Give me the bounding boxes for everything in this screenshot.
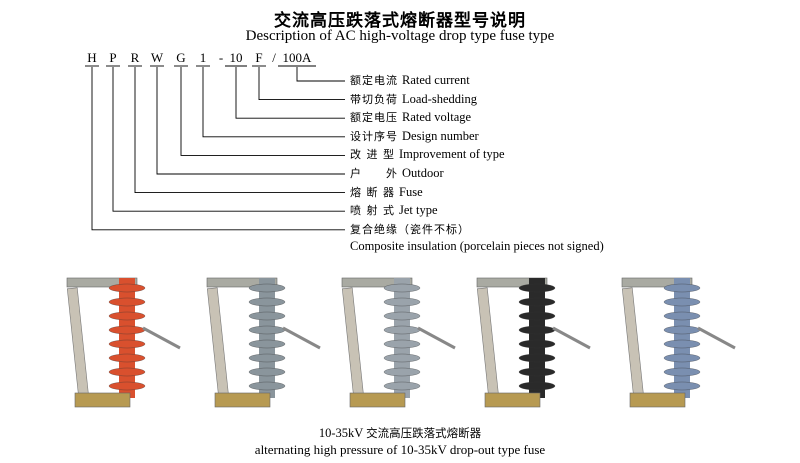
bottom-fitting [484,392,541,408]
description-row: 设计序号 Design number [350,128,479,144]
description-cn: 户 外 [350,167,398,180]
description-row: 额定电流 Rated current [350,72,470,88]
model-code-letter: 100A [283,50,313,65]
mounting-arm [552,326,591,350]
model-code-letter: - [219,50,223,65]
insulator [108,278,146,398]
description-en: Design number [402,128,479,143]
description-en: Load-shedding [402,91,477,106]
description-en: Rated voltage [402,110,472,125]
mounting-arm [142,326,181,350]
fuse-photo [66,277,181,408]
bottom-fitting [214,392,271,408]
leader-line [235,67,345,119]
model-code-letter: H [87,50,96,65]
description-en: Outdoor [402,166,444,180]
description-cn: 喷 射 式 [350,204,395,218]
leader-line [180,67,345,156]
mounting-arm [697,326,736,350]
leader-line [91,67,345,231]
leader-line [202,67,345,138]
leader-line [134,67,345,194]
top-contact [476,277,548,288]
top-contact [66,277,138,288]
fuse-photo [621,277,736,408]
bottom-fitting [629,392,686,408]
description-en: Improvement of type [399,147,505,162]
top-contact [621,277,693,288]
insulator [663,278,701,398]
model-code-letter: R [131,50,140,65]
description-en: Jet type [399,203,438,218]
fuse-tube [66,287,90,399]
model-code-letter: W [151,50,164,65]
fuse-tube [206,287,230,399]
description-row: 额定电压 Rated voltage [350,109,471,125]
description-cn: 改 进 型 [350,148,395,162]
description-row: 熔 断 器 Fuse [350,184,423,200]
leader-line [112,67,345,212]
caption-english: alternating high pressure of 10-35kV dro… [254,442,546,457]
top-contact [341,277,413,288]
bottom-fitting [74,392,131,408]
description-row: 复合绝缘（瓷件不标） [350,221,474,237]
description-cn: 熔 断 器 [350,185,395,199]
leader-line [258,67,345,101]
product-photos [66,277,736,408]
description-cn: 设计序号 [350,129,398,143]
model-code-letter: F [255,50,262,65]
model-code-letter: P [109,50,116,65]
fuse-photo [341,277,456,408]
description-cn: 带切负荷 [350,92,398,106]
description-cn: 复合绝缘（瓷件不标） [350,222,470,236]
description-row: 带切负荷 Load-shedding [350,91,477,107]
top-contact [206,277,278,288]
mounting-arm [282,326,321,350]
insulator [383,278,421,398]
bottom-fitting [349,392,406,408]
fuse-photo [476,277,591,408]
caption-cn-text: 交流高压跌落式熔断器 [366,426,482,440]
description-en: Rated current [402,73,470,87]
leader-line [156,67,345,175]
model-code-letter: / [272,50,276,65]
fuse-tube [621,287,645,399]
caption-chinese: 10-35kV 交流高压跌落式熔断器 [0,425,800,441]
description-cn: 额定电流 [350,74,398,87]
fuse-tube [476,287,500,399]
leader-line [296,67,345,82]
description-row: 喷 射 式 Jet type [350,202,438,218]
fuse-tube [341,287,365,399]
insulator [518,278,556,398]
description-en: Fuse [399,184,423,199]
model-code-letter: 1 [200,50,207,65]
model-code-letter: G [176,50,185,65]
composite-note: Composite insulation (porcelain pieces n… [350,239,604,253]
title-chinese: 交流高压跌落式熔断器型号说明 [274,11,526,31]
mounting-arm [417,326,456,350]
description-row: 户 外 Outdoor [350,165,444,181]
caption-voltage: 10-35kV [318,426,364,440]
fuse-photo [206,277,321,408]
model-code-letter: 10 [230,50,243,65]
description-row: 改 进 型 Improvement of type [350,146,505,162]
insulator [248,278,286,398]
description-cn: 额定电压 [350,111,398,125]
title-english: Description of AC high-voltage drop type… [245,28,555,44]
